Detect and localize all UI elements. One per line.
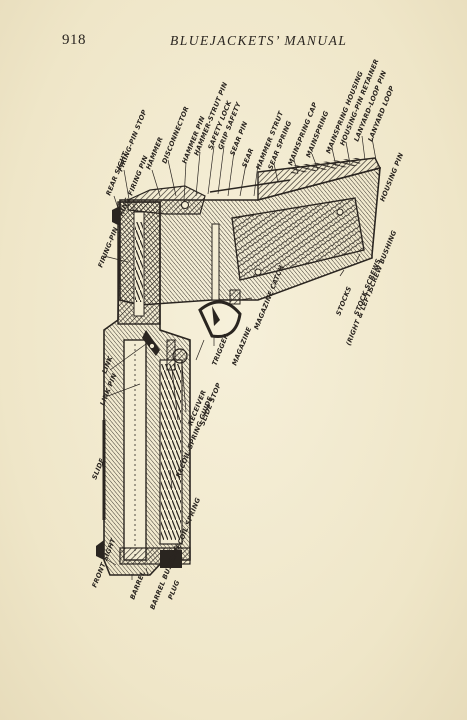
running-head: BLUEJACKETS’ MANUAL <box>170 33 348 48</box>
page-number: 918 <box>62 32 86 48</box>
label-housing-pin: HOUSING PIN <box>378 151 405 202</box>
label-hammer: HAMMER <box>144 136 164 171</box>
label-sear: SEAR <box>240 147 255 169</box>
leader-lines <box>101 135 381 580</box>
page-header: 918 BLUEJACKETS’ MANUAL <box>0 30 467 54</box>
slide-assembly <box>96 201 191 576</box>
label-plug: PLUG <box>166 579 181 601</box>
label-stocks: STOCKS <box>334 285 353 317</box>
